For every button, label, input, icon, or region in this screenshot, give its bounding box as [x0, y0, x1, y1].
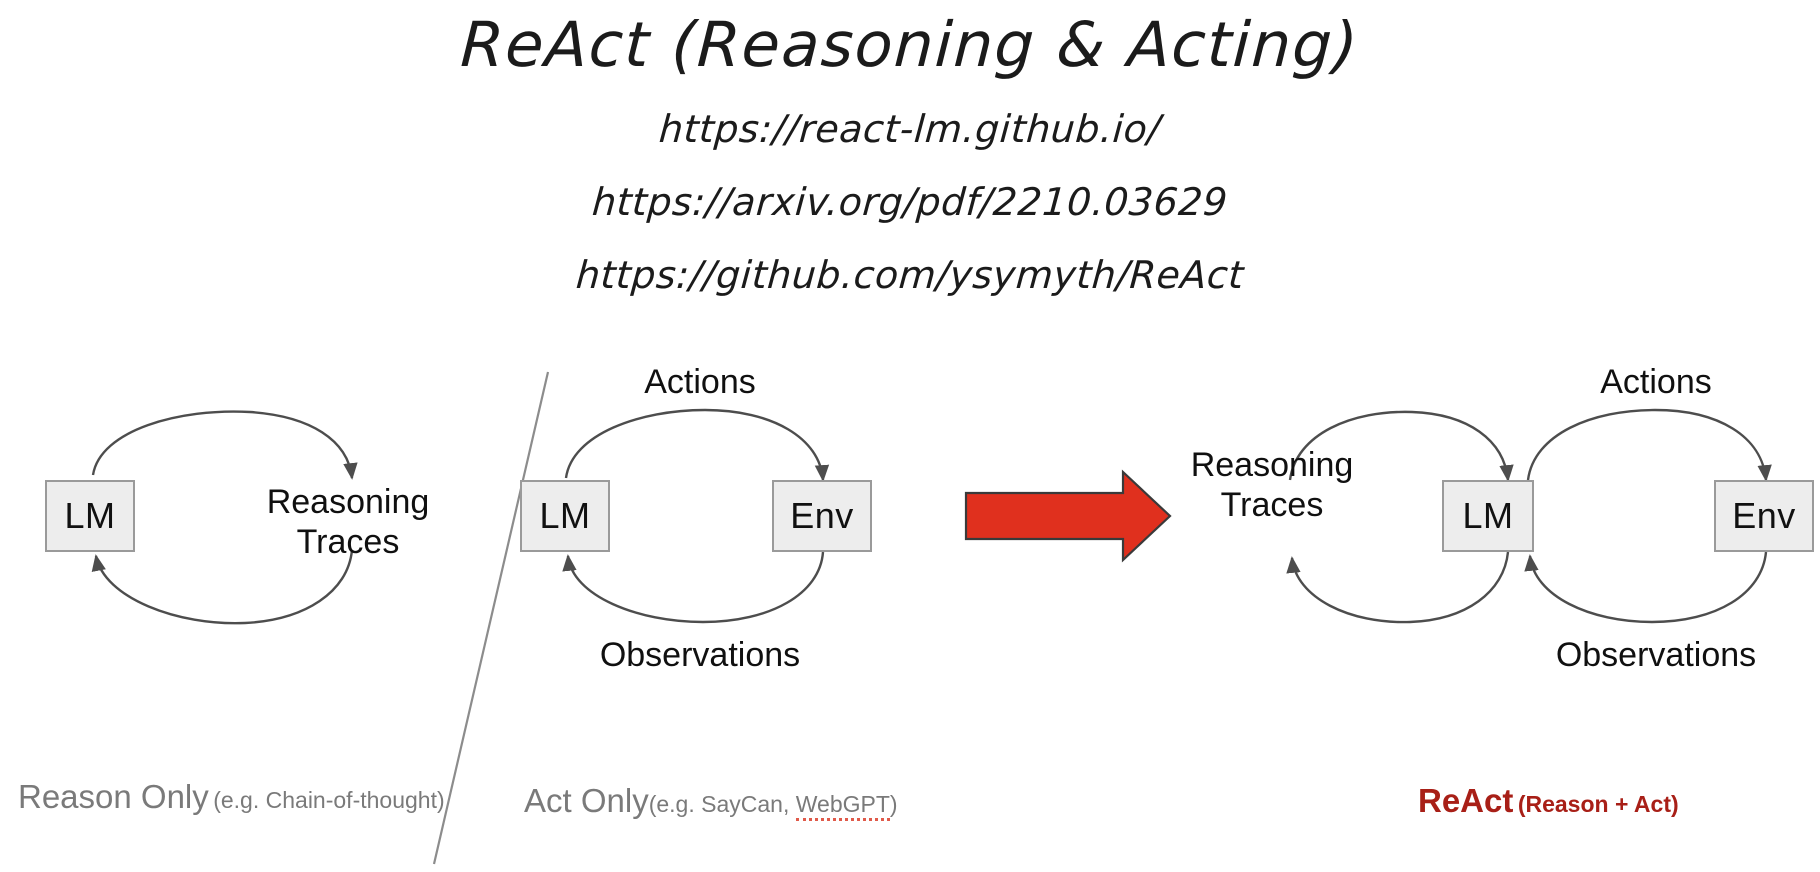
caption-sub-prefix: (e.g. SayCan, [648, 791, 796, 817]
reference-url-project[interactable]: https://react-lm.github.io/ [657, 107, 1163, 151]
edge-label-actions-middle: Actions [600, 362, 800, 402]
right-arrow-icon [964, 469, 1172, 563]
node-lm-react[interactable]: LM [1442, 480, 1534, 552]
caption-sub-misspelled-word: WebGPT [795, 791, 890, 821]
page-title: ReAct (Reasoning & Acting) [459, 8, 1362, 81]
node-lm-reason-only[interactable]: LM [45, 480, 135, 552]
edge-label-line: Traces [296, 523, 400, 562]
edge-label-line: Actions [1600, 363, 1712, 401]
caption-sub-suffix: ) [889, 791, 898, 817]
edge-label-reasoning-traces-right: Reasoning Traces [1172, 445, 1372, 525]
caption-reason-only: Reason Only (e.g. Chain-of-thought) [18, 778, 445, 816]
node-lm-act-only[interactable]: LM [520, 480, 610, 552]
edge-label-line: Traces [1220, 486, 1324, 525]
reference-url-arxiv[interactable]: https://arxiv.org/pdf/2210.03629 [590, 180, 1230, 224]
edge-label-reasoning-traces-left: Reasoning Traces [258, 482, 438, 562]
react-comparison-diagram: LM Reasoning Traces Reason Only (e.g. Ch… [0, 330, 1820, 872]
node-label: LM [539, 495, 591, 536]
node-label: LM [64, 495, 116, 536]
edge-label-line: Reasoning [1190, 446, 1354, 484]
node-env-act-only[interactable]: Env [772, 480, 872, 552]
edge-label-observations-middle: Observations [560, 635, 840, 675]
node-label: Env [1732, 495, 1796, 536]
node-label: LM [1462, 495, 1514, 536]
edge-label-actions-right: Actions [1556, 362, 1756, 402]
slide-header: ReAct (Reasoning & Acting) https://react… [0, 0, 1820, 297]
caption-sub-text: (Reason + Act) [1517, 791, 1679, 817]
node-label: Env [790, 495, 854, 536]
node-env-react[interactable]: Env [1714, 480, 1814, 552]
caption-main-text: ReAct [1418, 782, 1514, 819]
caption-sub-text: (e.g. Chain-of-thought) [213, 787, 445, 813]
caption-act-only: Act Only(e.g. SayCan, WebGPT) [524, 782, 898, 821]
edge-label-line: Observations [1555, 636, 1757, 674]
caption-main-text: Reason Only [18, 778, 209, 815]
edge-label-observations-right: Observations [1516, 635, 1796, 675]
reference-url-github[interactable]: https://github.com/ysymyth/ReAct [574, 253, 1246, 297]
edge-label-line: Observations [599, 636, 801, 674]
edge-label-line: Actions [644, 363, 756, 401]
edge-label-line: Reasoning [266, 483, 430, 521]
caption-main-text: Act Only [524, 782, 649, 819]
caption-react: ReAct (Reason + Act) [1418, 782, 1679, 820]
